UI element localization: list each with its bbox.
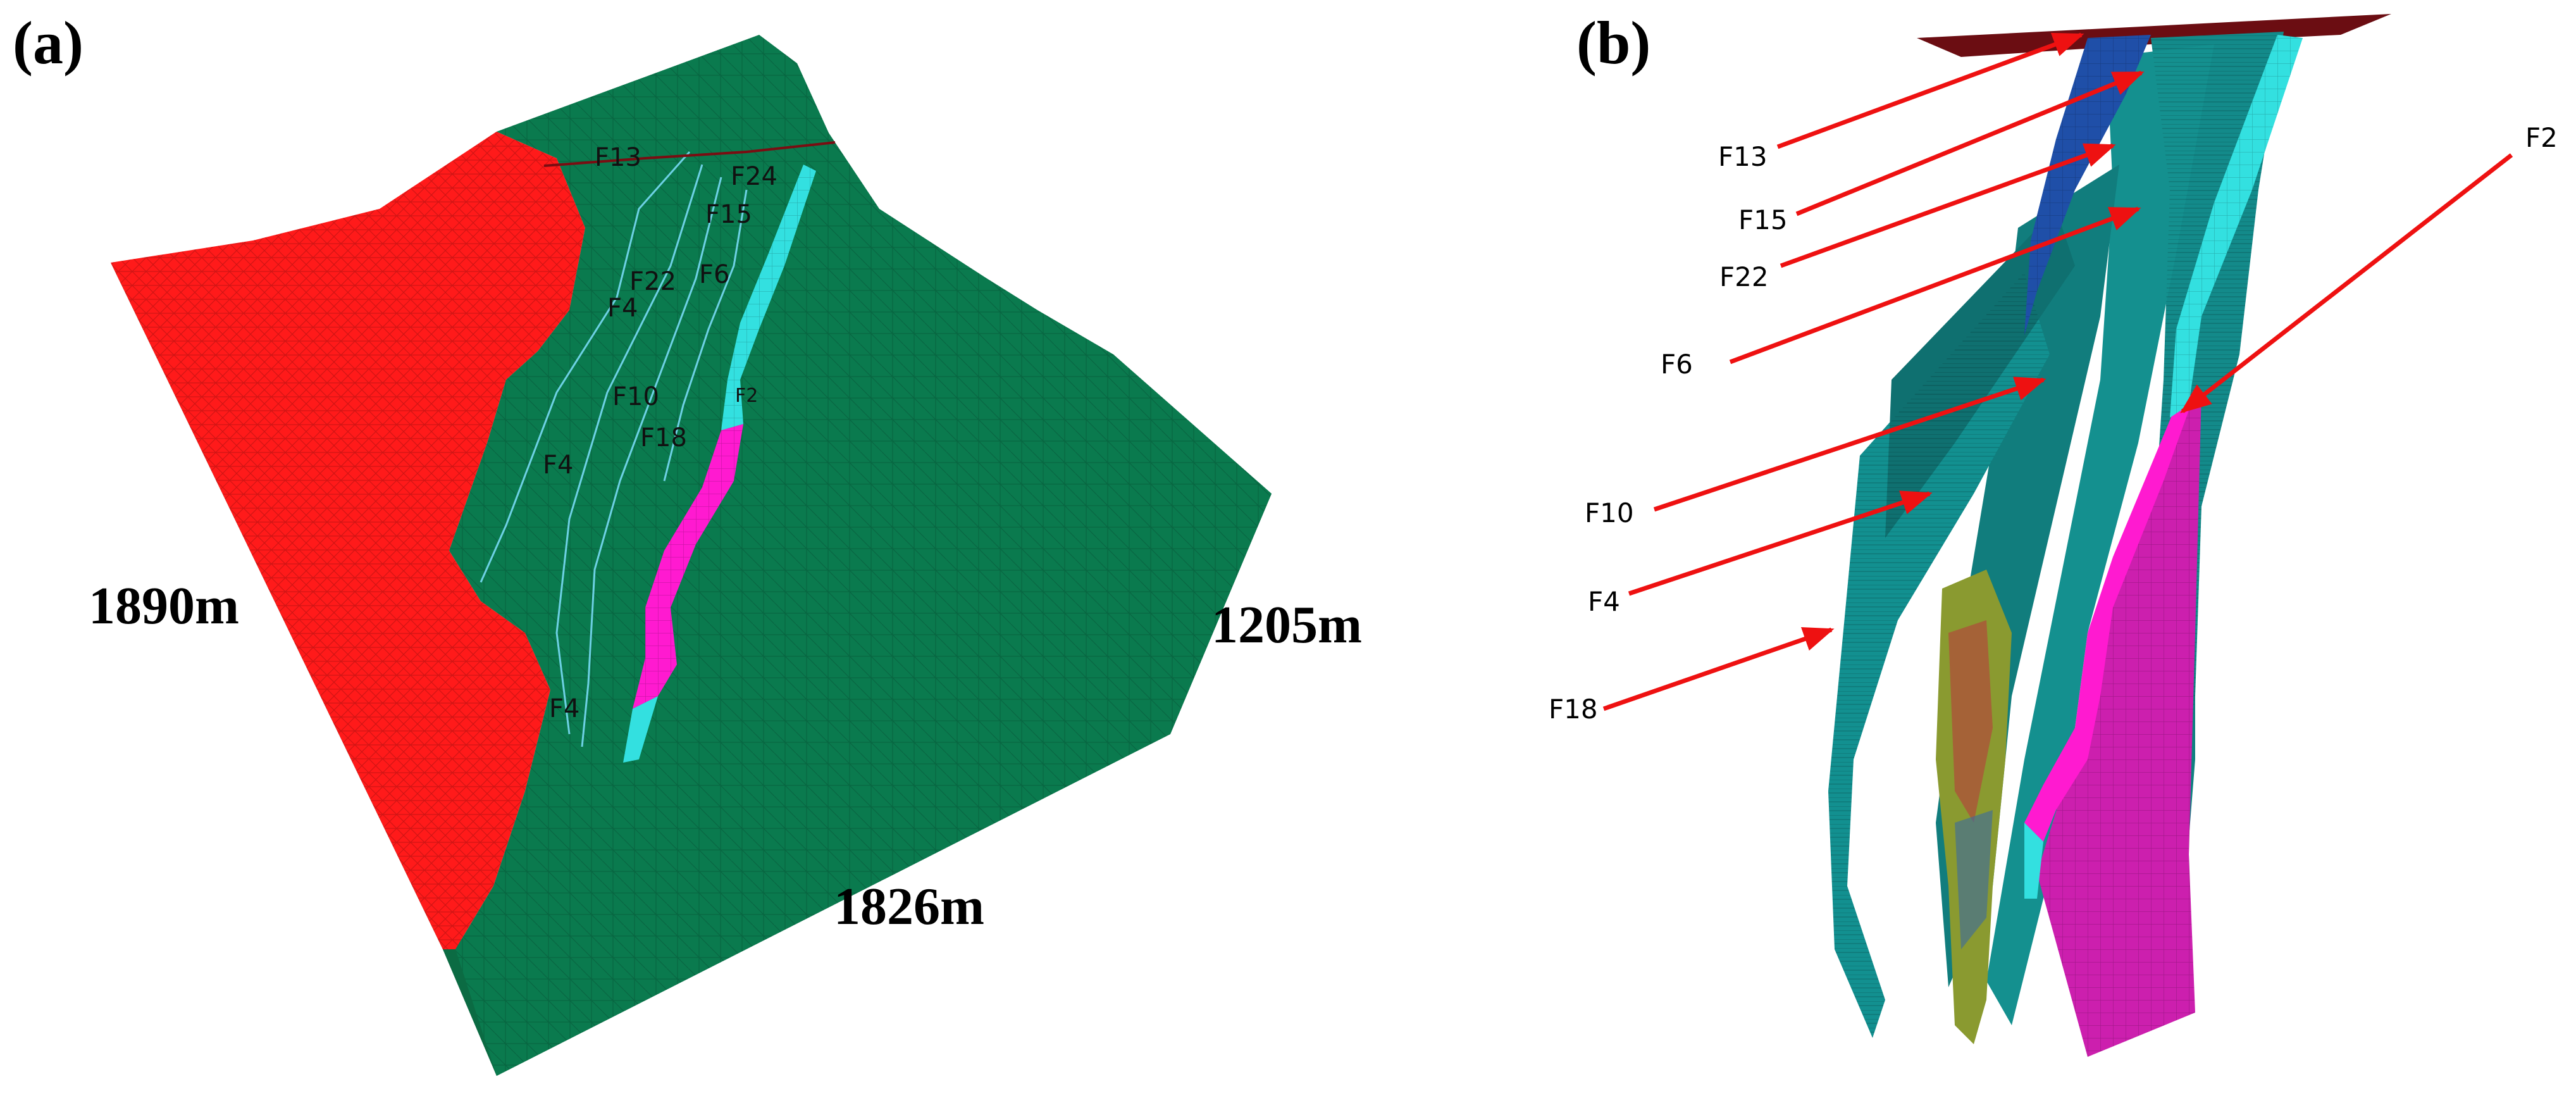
fault-label-a-f2: F2 bbox=[735, 385, 758, 407]
fault-label-b-f4: F4 bbox=[1588, 586, 1620, 617]
fault-band-magenta-b bbox=[2024, 392, 2195, 842]
fault-label-a-f22: F22 bbox=[629, 267, 676, 296]
fault-label-b-f2: F2 bbox=[2525, 122, 2558, 153]
fault-band-cyan-b-lower bbox=[2024, 823, 2043, 899]
dimension-left: 1890m bbox=[89, 577, 239, 635]
fault-label-a-f4-bottom: F4 bbox=[549, 694, 579, 723]
fault-label-a-f18: F18 bbox=[640, 423, 687, 452]
fault-label-a-f10: F10 bbox=[612, 382, 659, 411]
fault-label-b-f6: F6 bbox=[1661, 349, 1693, 380]
fault-label-a-f13: F13 bbox=[595, 143, 641, 172]
fault-label-a-f15: F15 bbox=[705, 200, 752, 229]
fault-label-b-f15: F15 bbox=[1738, 204, 1788, 235]
panel-a-label: (a) bbox=[13, 9, 84, 77]
panel-b-label: (b) bbox=[1576, 9, 1650, 77]
fault-traces-a bbox=[480, 151, 748, 747]
fault-label-b-f22: F22 bbox=[1719, 261, 1769, 292]
fault-label-a-f4-top: F4 bbox=[607, 294, 638, 323]
fault-label-a-f4-mid: F4 bbox=[543, 451, 573, 480]
fault-label-b-f10: F10 bbox=[1585, 497, 1634, 528]
dimension-front: 1826m bbox=[834, 877, 984, 936]
fault-label-b-f13: F13 bbox=[1718, 141, 1768, 172]
panel-b: (b) F13 F15 F22 F6 F10 F4 F18 F2 bbox=[1549, 9, 2558, 1057]
fault-label-a-f6: F6 bbox=[699, 260, 729, 289]
fault-label-b-f18: F18 bbox=[1549, 694, 1598, 725]
callout-arrows-b bbox=[1602, 32, 2513, 711]
top-surface-b bbox=[1917, 14, 2391, 57]
dimension-right: 1205m bbox=[1211, 596, 1362, 654]
fault-band-cyan-tip bbox=[623, 696, 658, 763]
fault-label-a-f24: F24 bbox=[731, 162, 777, 191]
fault-trace-f13 bbox=[543, 141, 836, 167]
panel-a: (a) 1890m 1205m 1826m F13 F24 F15 F22 F6… bbox=[13, 9, 1362, 1076]
